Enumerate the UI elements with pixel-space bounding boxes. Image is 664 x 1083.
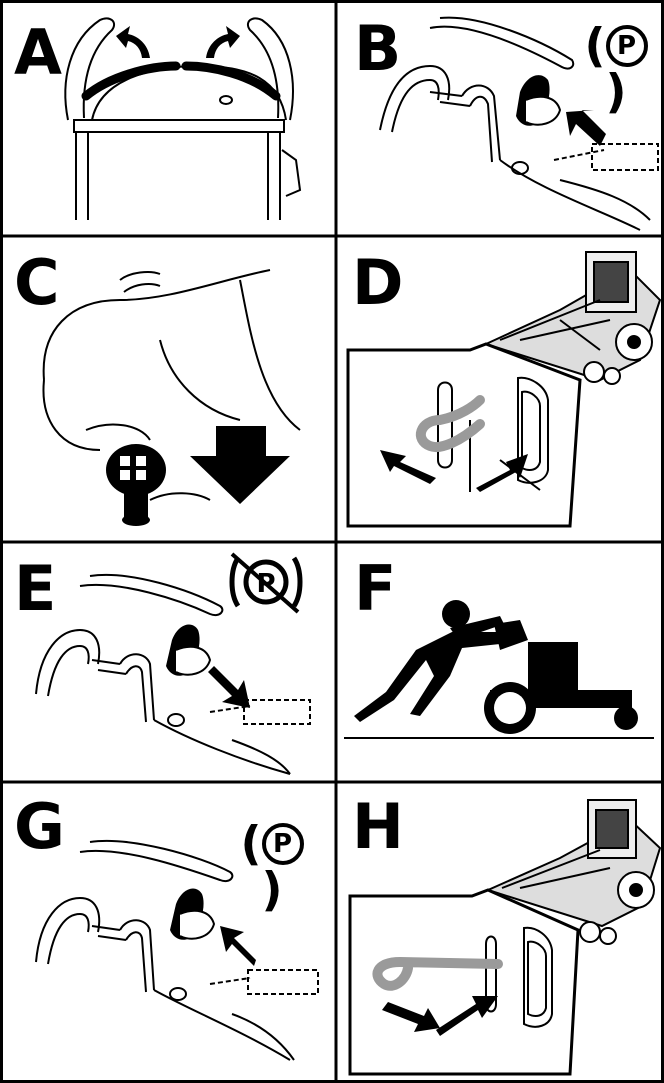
panel-a-arrows: [116, 26, 240, 58]
panel-a-illustration: [65, 18, 300, 220]
panel-letter-a: A: [14, 22, 60, 84]
panel-letter-b: B: [354, 18, 399, 80]
panel-letter-f: F: [354, 558, 394, 620]
panel-g-arrow: [220, 926, 256, 966]
panel-b-arrow: [566, 110, 606, 146]
panel-letter-d: D: [352, 252, 401, 314]
panel-letter-g: G: [14, 796, 63, 858]
panel-c-down-arrow: [190, 426, 290, 504]
panel-letter-h: H: [352, 796, 402, 858]
panel-c-joystick: [106, 444, 166, 526]
panel-e-illustration: [36, 575, 310, 774]
panel-b-lever-hand: [516, 75, 560, 126]
parking-brake-letter: P: [606, 25, 648, 67]
panel-g-lever-hand: [170, 889, 214, 940]
panel-letter-c: C: [14, 252, 58, 314]
panel-e-lever-hand: [166, 625, 210, 676]
parking-brake-icon: (P): [578, 22, 654, 113]
parking-brake-icon: (P): [234, 820, 310, 911]
parking-brake-disengaged-icon: P: [232, 554, 300, 612]
panel-letter-e: E: [14, 558, 54, 620]
parking-brake-letter: P: [262, 823, 304, 865]
panel-e-arrow: [208, 666, 250, 708]
panel-f-mower: [484, 620, 638, 734]
